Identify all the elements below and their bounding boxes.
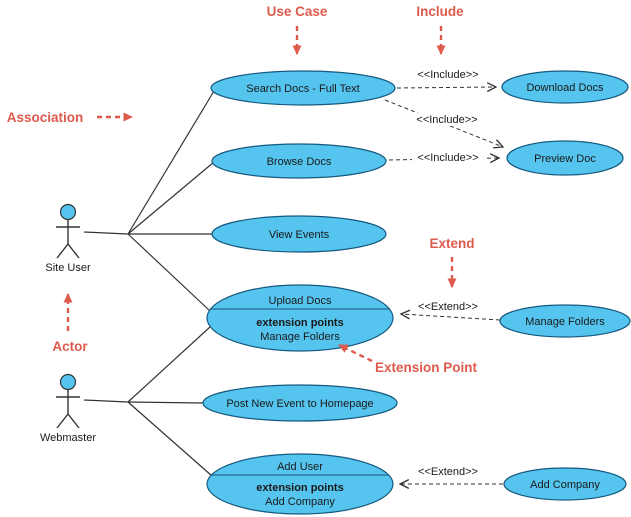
use-case-ellipse [501,70,629,104]
use-case-browse-docs: Browse Docs [211,143,387,179]
annotation-actor: Actor [52,339,88,354]
actor-webmaster: Webmaster [40,373,96,444]
association-site-user-search-docs [127,90,215,235]
use-case-post-new-event: Post New Event to Homepage [202,384,398,422]
extension-point-entry: Add Company [265,496,335,508]
callout-annotations: Use Case Include Association Extend Acto… [7,4,478,375]
use-case-label: Browse Docs [267,156,332,168]
annotation-use-case: Use Case [267,4,328,19]
extension-points-heading: extension points [256,482,343,494]
annotation-extension-point: Extension Point [375,360,478,375]
use-case-label: Search Docs - Full Text [246,83,360,95]
use-case-ellipse [503,467,627,501]
use-case-ellipse [499,304,631,338]
use-case-add-user: Add User extension points Add Company [206,453,394,515]
use-case-ellipse [211,215,387,253]
actor-label: Webmaster [40,432,96,444]
use-case-label: Post New Event to Homepage [226,398,373,410]
actor-site-user: Site User [45,203,91,274]
extend-arrow-manage-folders-to-upload [401,314,501,321]
association-webmaster-upload-docs [127,326,211,403]
annotation-extend: Extend [429,236,474,251]
use-case-label: Upload Docs [269,295,332,307]
actor-label: Site User [45,262,91,274]
use-case-add-company: Add Company [503,467,627,501]
association-site-user-upload-docs [127,233,211,312]
annotation-extension-point-arrow [338,343,373,363]
use-case-ellipse [210,70,396,106]
use-case-manage-folders: Manage Folders [499,304,631,338]
association-lines [83,90,215,477]
use-case-ellipse [206,453,394,515]
association-site-user-trunk [83,231,129,235]
use-case-label: View Events [269,229,330,241]
use-case-ellipse [202,384,398,422]
actor-body-icon [56,390,80,429]
extend-label-1: <<Extend>> [418,301,478,313]
use-case-ellipse [506,140,624,176]
association-webmaster-post-event [127,401,204,404]
include-label-2-background [411,113,483,126]
actor-body-icon [56,220,80,259]
use-case-label: Preview Doc [534,153,596,165]
include-arrow-search-to-download [396,87,496,88]
annotation-include: Include [416,4,464,19]
include-label-3: <<Include>> [417,152,478,164]
include-label-2: <<Include>> [416,114,477,126]
association-webmaster-trunk [83,399,129,403]
use-case-view-events: View Events [211,215,387,253]
actor-head-icon [59,203,77,221]
relationships: <<Include>> <<Include>> <<Include>> <<Ex… [384,69,503,484]
include-label-1: <<Include>> [417,69,478,81]
extension-point-entry: Manage Folders [260,331,340,343]
use-case-ellipse [211,143,387,179]
association-webmaster-add-user [127,401,213,477]
use-case-label: Add Company [530,479,600,491]
association-site-user-browse-docs [127,161,215,235]
use-case-ellipse [206,284,394,352]
include-label-3-background [412,150,484,163]
extension-points-heading: extension points [256,317,343,329]
use-case-upload-docs: Upload Docs extension points Manage Fold… [206,284,394,352]
use-case-label: Add User [277,461,323,473]
use-case-label: Manage Folders [525,316,605,328]
extend-label-2: <<Extend>> [418,466,478,478]
use-case-download-docs: Download Docs [501,70,629,104]
actor-head-icon [59,373,77,391]
use-case-preview-doc: Preview Doc [506,140,624,176]
use-case-search-docs: Search Docs - Full Text [210,70,396,106]
use-case-label: Download Docs [526,82,604,94]
annotation-association: Association [7,110,84,125]
